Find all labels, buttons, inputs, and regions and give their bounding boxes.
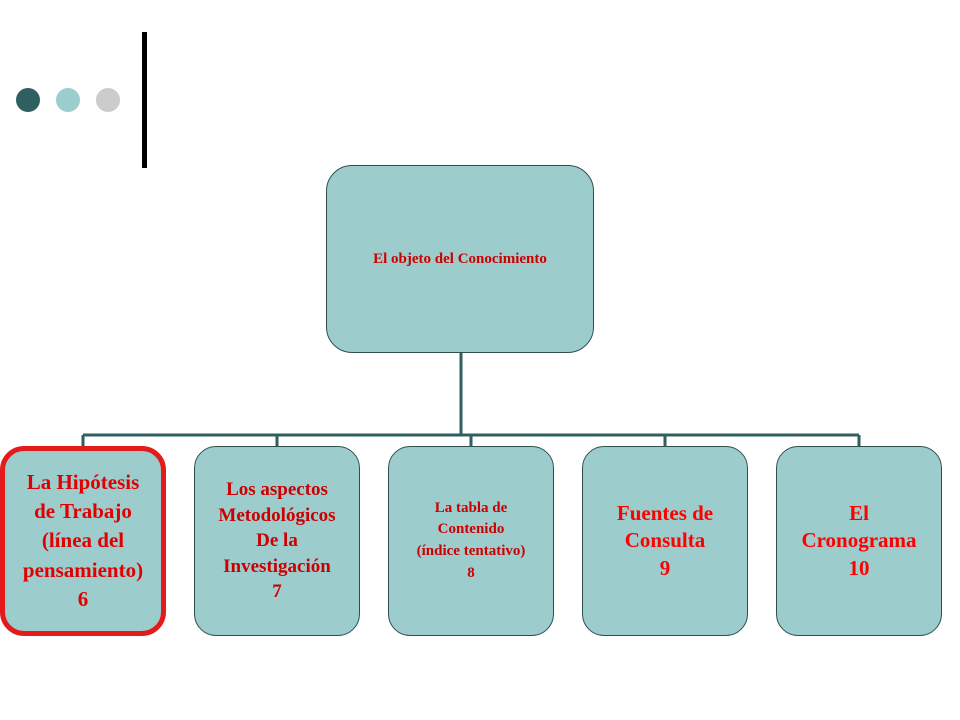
vertical-divider-bar bbox=[142, 32, 147, 168]
child-node-label: Fuentes de Consulta 9 bbox=[616, 501, 714, 580]
light-teal-dot bbox=[56, 88, 80, 112]
child-node-label: La tabla de Contenido (índice tentativo)… bbox=[416, 499, 526, 581]
child-node-label: La Hipótesis de Trabajo (línea del pensa… bbox=[22, 469, 144, 612]
child-node-label: Los aspectos Metodológicos De la Investi… bbox=[218, 478, 336, 603]
child-node-cronograma: El Cronograma 10 bbox=[776, 446, 942, 636]
root-node-objeto-conocimiento: El objeto del Conocimiento bbox=[326, 165, 594, 353]
child-node-aspectos-metodologicos: Los aspectos Metodológicos De la Investi… bbox=[194, 446, 360, 636]
gray-dot bbox=[96, 88, 120, 112]
child-node-hipotesis: La Hipótesis de Trabajo (línea del pensa… bbox=[0, 446, 166, 636]
child-node-label: El Cronograma 10 bbox=[801, 501, 917, 580]
root-node-label: El objeto del Conocimiento bbox=[373, 251, 547, 267]
child-node-tabla-contenido: La tabla de Contenido (índice tentativo)… bbox=[388, 446, 554, 636]
dark-teal-dot bbox=[16, 88, 40, 112]
child-node-fuentes-consulta: Fuentes de Consulta 9 bbox=[582, 446, 748, 636]
